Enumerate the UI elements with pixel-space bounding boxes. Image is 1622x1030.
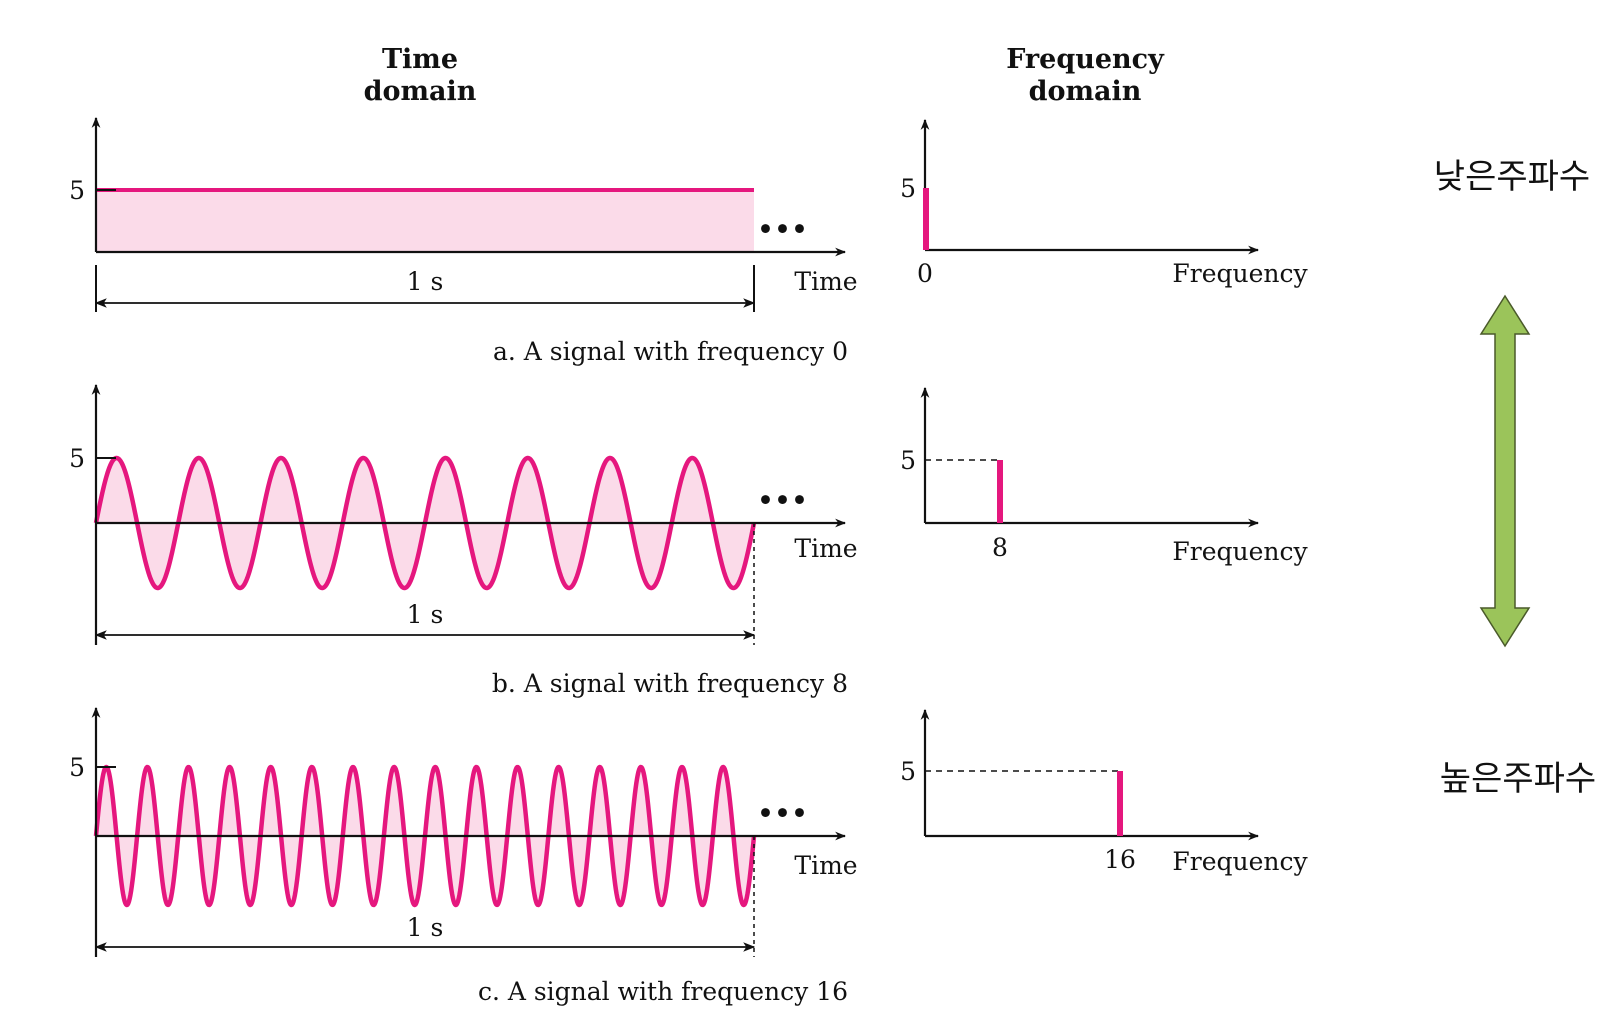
frequency-domain-header-line1: Frequency [1006,44,1165,75]
amplitude-label: 5 [69,753,85,782]
amplitude-label: 5 [69,176,85,205]
frequency-domain-header-line2: domain [1029,76,1142,107]
high-frequency-label: 높은주파수 [1440,759,1596,799]
amplitude-label: 5 [69,444,85,473]
time-axis-label: Time [794,534,857,563]
ellipsis-continuation: ••• [758,215,809,244]
frequency-tick-label: 8 [992,533,1008,562]
frequency-axis-label: Frequency [1172,537,1308,566]
frequency-amplitude-label: 5 [900,174,916,203]
frequency-axis-label: Frequency [1172,847,1308,876]
ellipsis-continuation: ••• [758,486,809,515]
panel-caption: c. A signal with frequency 16 [478,977,848,1006]
frequency-amplitude-label: 5 [900,757,916,786]
low-frequency-label: 낮은주파수 [1434,157,1590,197]
duration-label: 1 s [407,267,444,296]
time-axis-label: Time [794,267,857,296]
time-axis-label: Time [794,851,857,880]
frequency-amplitude-label: 5 [900,446,916,475]
time-domain-header-line1: Time [382,44,458,75]
frequency-tick-label: 16 [1104,845,1136,874]
signal-fill-area [96,190,754,252]
ellipsis-continuation: ••• [758,799,809,828]
panel-caption: a. A signal with frequency 0 [493,337,848,366]
panel-caption: b. A signal with frequency 8 [492,669,848,698]
duration-label: 1 s [407,600,444,629]
panel-b: 5 ••• Time 1 s b. A signal with frequency 8 5… [69,383,1308,698]
frequency-axis-label: Frequency [1172,259,1308,288]
frequency-range-double-arrow-icon [1479,294,1531,648]
frequency-tick-label: 0 [917,259,933,288]
time-domain-header-line2: domain [364,76,477,107]
panel-c: 5 ••• Time 1 s c. A signal with frequency 16… [69,706,1308,1006]
duration-label: 1 s [407,913,444,942]
panel-a: 5 ••• Time 1 s a. A signal with frequency 0 5… [69,116,1308,366]
